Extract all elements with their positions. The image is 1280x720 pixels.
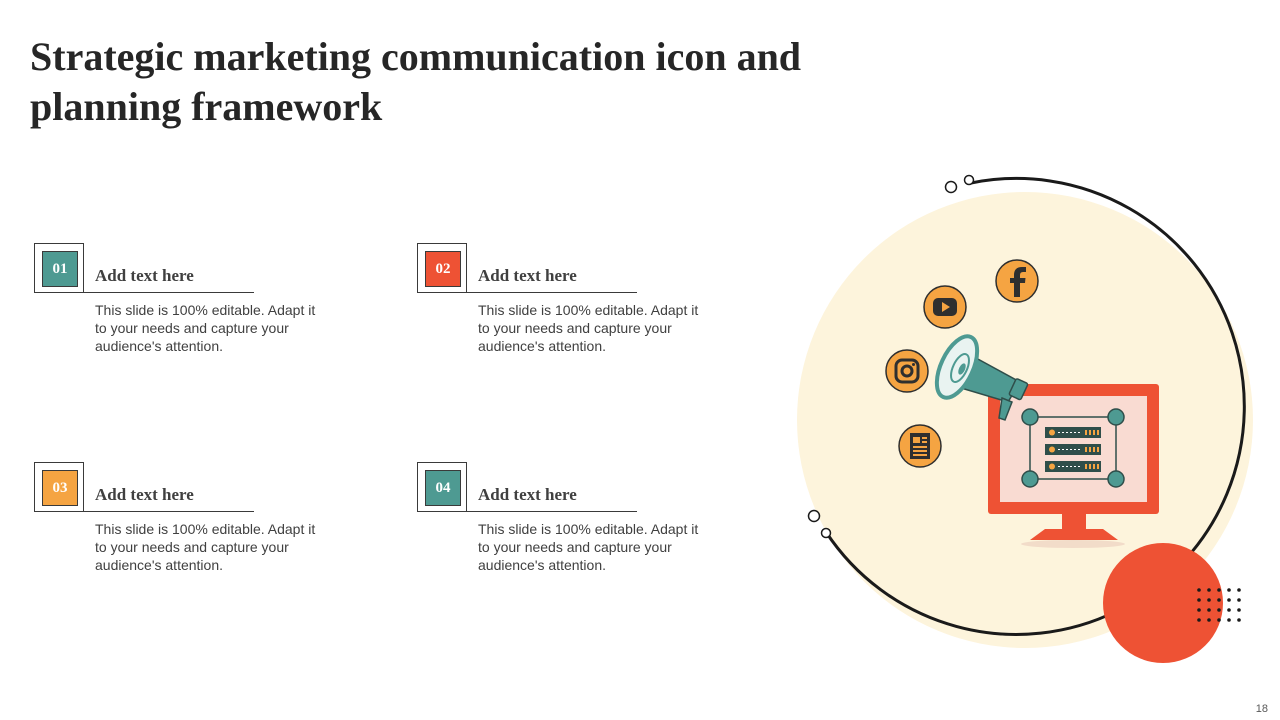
number-badge-frame: 04	[417, 462, 467, 512]
megaphone-icon	[934, 334, 1029, 421]
number-badge: 01	[42, 251, 78, 287]
card-divider	[84, 292, 254, 293]
page-number: 18	[1255, 703, 1268, 715]
number-badge-frame: 03	[34, 462, 84, 512]
ring-dot	[944, 180, 958, 194]
news-icon	[898, 424, 942, 468]
card-03: 03 Add text here This slide is 100% edit…	[34, 462, 324, 602]
youtube-icon	[923, 285, 967, 329]
ring-dot	[963, 174, 975, 186]
monitor-icon	[988, 384, 1159, 548]
card-body-text: This slide is 100% editable. Adapt it to…	[95, 521, 316, 573]
card-02: 02 Add text here This slide is 100% edit…	[417, 243, 707, 383]
slide-title: Strategic marketing communication icon a…	[30, 34, 802, 129]
ring-dot	[820, 527, 832, 539]
dot-grid	[1197, 588, 1241, 622]
card-divider	[467, 511, 637, 512]
marketing-illustration	[797, 174, 1253, 663]
outline-ring	[824, 176, 1246, 636]
number-badge: 03	[42, 470, 78, 506]
card-divider	[467, 292, 637, 293]
facebook-icon	[995, 259, 1039, 303]
card-heading: Add text here	[478, 485, 577, 504]
instagram-icon	[885, 349, 929, 393]
card-body-text: This slide is 100% editable. Adapt it to…	[478, 521, 699, 573]
card-divider	[84, 511, 254, 512]
accent-circle	[1103, 543, 1223, 663]
card-body-text: This slide is 100% editable. Adapt it to…	[478, 302, 699, 354]
card-04: 04 Add text here This slide is 100% edit…	[417, 462, 707, 602]
ring-dot	[807, 509, 821, 523]
number-badge-frame: 02	[417, 243, 467, 293]
number-badge-frame: 01	[34, 243, 84, 293]
card-body-text: This slide is 100% editable. Adapt it to…	[95, 302, 316, 354]
card-heading: Add text here	[95, 485, 194, 504]
number-badge: 02	[425, 251, 461, 287]
card-heading: Add text here	[95, 266, 194, 285]
card-01: 01 Add text here This slide is 100% edit…	[34, 243, 324, 383]
card-heading: Add text here	[478, 266, 577, 285]
number-badge: 04	[425, 470, 461, 506]
